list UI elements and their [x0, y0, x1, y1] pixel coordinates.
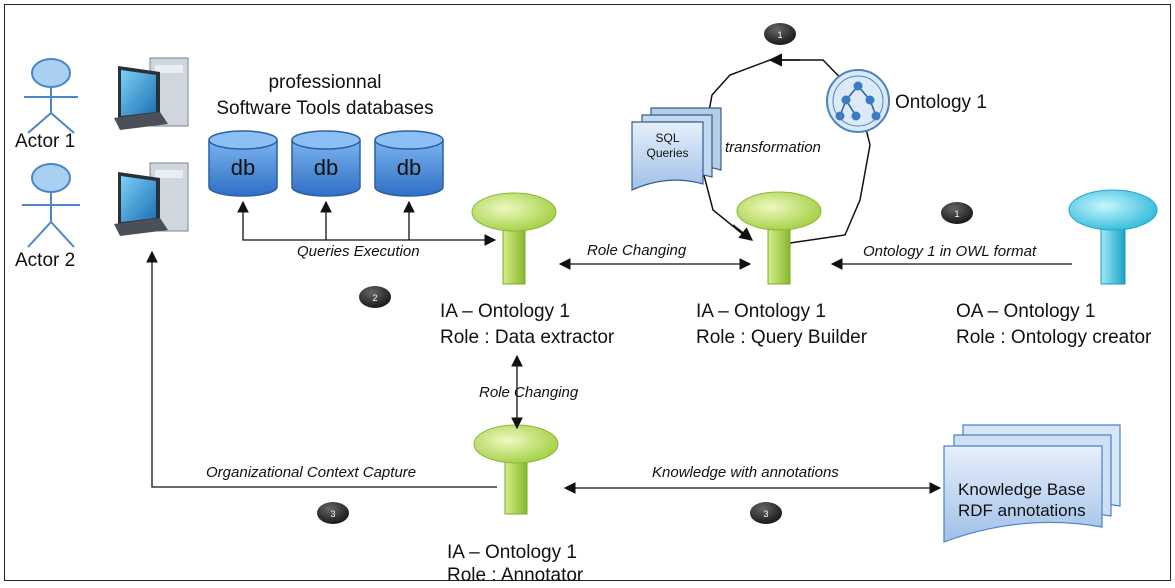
sql-label-line1: SQL [655, 131, 680, 145]
step-badge-3-left-text: 3 [330, 509, 335, 519]
step-badge-1-right-text: 1 [954, 209, 959, 219]
queries-execution-label: Queries Execution [297, 243, 420, 260]
annotator-line1: IA – Ontology 1 [447, 542, 577, 563]
cycle-bottom-arrow [732, 224, 754, 241]
databases-title-line1: professionnal [268, 72, 382, 93]
diagram-frame [4, 4, 1171, 581]
knowledge-base-document-icon [943, 424, 1121, 543]
sql-label-line2: Queries [646, 146, 689, 160]
database-2-icon [291, 130, 361, 197]
agent-query-builder-icon [736, 191, 822, 285]
step-badge-3-left: 3 [317, 502, 349, 524]
annotator-line2: Role : Annotator [447, 565, 584, 586]
query-builder-line1: IA – Ontology 1 [696, 301, 826, 322]
database-3-label: db [396, 155, 422, 180]
ontology-graph-icon [826, 69, 890, 133]
queries-execution-arrow [237, 200, 497, 246]
computer-2-icon [114, 162, 189, 236]
database-2-label: db [313, 155, 339, 180]
role-changing-vertical-label: Role Changing [479, 384, 579, 401]
step-badge-2-text: 2 [372, 293, 377, 303]
knowledge-base-line2: RDF annotations [958, 501, 1086, 520]
computer-1-icon [114, 57, 189, 130]
knowledge-base-line1: Knowledge Base [958, 480, 1086, 499]
ontology-creator-line1: OA – Ontology 1 [956, 301, 1096, 322]
knowledge-label: Knowledge with annotations [652, 464, 839, 481]
database-1-label: db [230, 155, 256, 180]
ontology-creator-line2: Role : Ontology creator [956, 327, 1152, 348]
step-badge-3-right-text: 3 [763, 509, 768, 519]
actor-2-icon [22, 163, 80, 248]
transformation-label: transformation [725, 139, 821, 156]
role-changing-horizontal-label: Role Changing [587, 242, 687, 259]
step-badge-1-top-text: 1 [777, 30, 782, 40]
org-context-label: Organizational Context Capture [206, 464, 417, 481]
data-extractor-line2: Role : Data extractor [440, 327, 615, 348]
actor-1-icon [24, 58, 78, 134]
agent-data-extractor-icon [471, 192, 557, 285]
agent-annotator-icon [473, 424, 559, 515]
actor-1-label: Actor 1 [15, 131, 76, 152]
org-context-arrow [146, 250, 497, 488]
database-3-icon [374, 130, 444, 197]
database-1-icon [208, 130, 278, 197]
step-badge-3-right: 3 [750, 502, 782, 524]
owl-format-label: Ontology 1 in OWL format [863, 243, 1037, 260]
step-badge-2: 2 [359, 286, 391, 308]
agent-ontology-creator-icon [1068, 189, 1158, 285]
step-badge-1-right: 1 [941, 202, 973, 224]
databases-title-line2: Software Tools databases [216, 98, 434, 119]
actor-2-label: Actor 2 [15, 250, 76, 271]
ontology-label: Ontology 1 [895, 92, 987, 113]
sql-queries-document-icon [631, 107, 722, 191]
data-extractor-line1: IA – Ontology 1 [440, 301, 570, 322]
query-builder-line2: Role : Query Builder [696, 327, 868, 348]
step-badge-1-top: 1 [764, 23, 796, 45]
